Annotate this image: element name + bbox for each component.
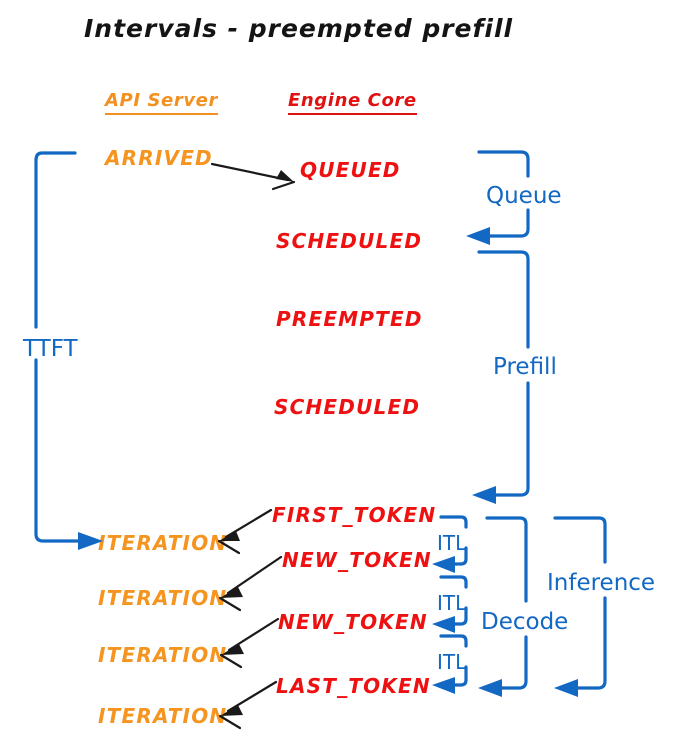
interval-label-prefill: Prefill	[493, 354, 557, 380]
interval-label-inference: Inference	[547, 570, 656, 596]
state-queued: QUEUED	[300, 158, 401, 182]
interval-label-decode: Decode	[481, 609, 569, 635]
state-new-token-2: NEW_TOKEN	[278, 610, 428, 634]
state-iteration-3: ITERATION	[98, 643, 228, 667]
interval-label-queue: Queue	[486, 183, 562, 209]
state-scheduled-2: SCHEDULED	[274, 395, 421, 419]
interval-label-itl-2: ITL	[437, 591, 467, 615]
state-arrived: ARRIVED	[105, 146, 213, 170]
arrow-new-token-2-to-iteration-3	[219, 617, 280, 669]
interval-label-itl-1: ITL	[437, 531, 467, 555]
state-scheduled-1: SCHEDULED	[276, 229, 423, 253]
state-new-token-1: NEW_TOKEN	[282, 548, 432, 572]
state-first-token: FIRST_TOKEN	[272, 503, 437, 527]
arrow-new-token-1-to-iteration-2	[218, 555, 283, 612]
interval-label-itl-3: ITL	[437, 650, 467, 674]
page-title: Intervals - preempted prefill	[84, 14, 514, 43]
state-preempted: PREEMPTED	[276, 307, 423, 331]
arrow-last-token-to-iteration-4	[218, 680, 278, 730]
state-iteration-2: ITERATION	[98, 586, 228, 610]
bracket-decode	[478, 516, 528, 697]
state-iteration-4: ITERATION	[98, 704, 228, 728]
state-iteration-1: ITERATION	[98, 531, 228, 555]
column-header-engine-core: Engine Core	[288, 90, 417, 115]
arrow-arrived-to-queued	[210, 162, 296, 191]
state-last-token: LAST_TOKEN	[276, 674, 431, 698]
column-header-api-server: API Server	[105, 90, 218, 115]
bracket-inference	[553, 516, 607, 697]
interval-label-ttft: TTFT	[23, 336, 78, 362]
